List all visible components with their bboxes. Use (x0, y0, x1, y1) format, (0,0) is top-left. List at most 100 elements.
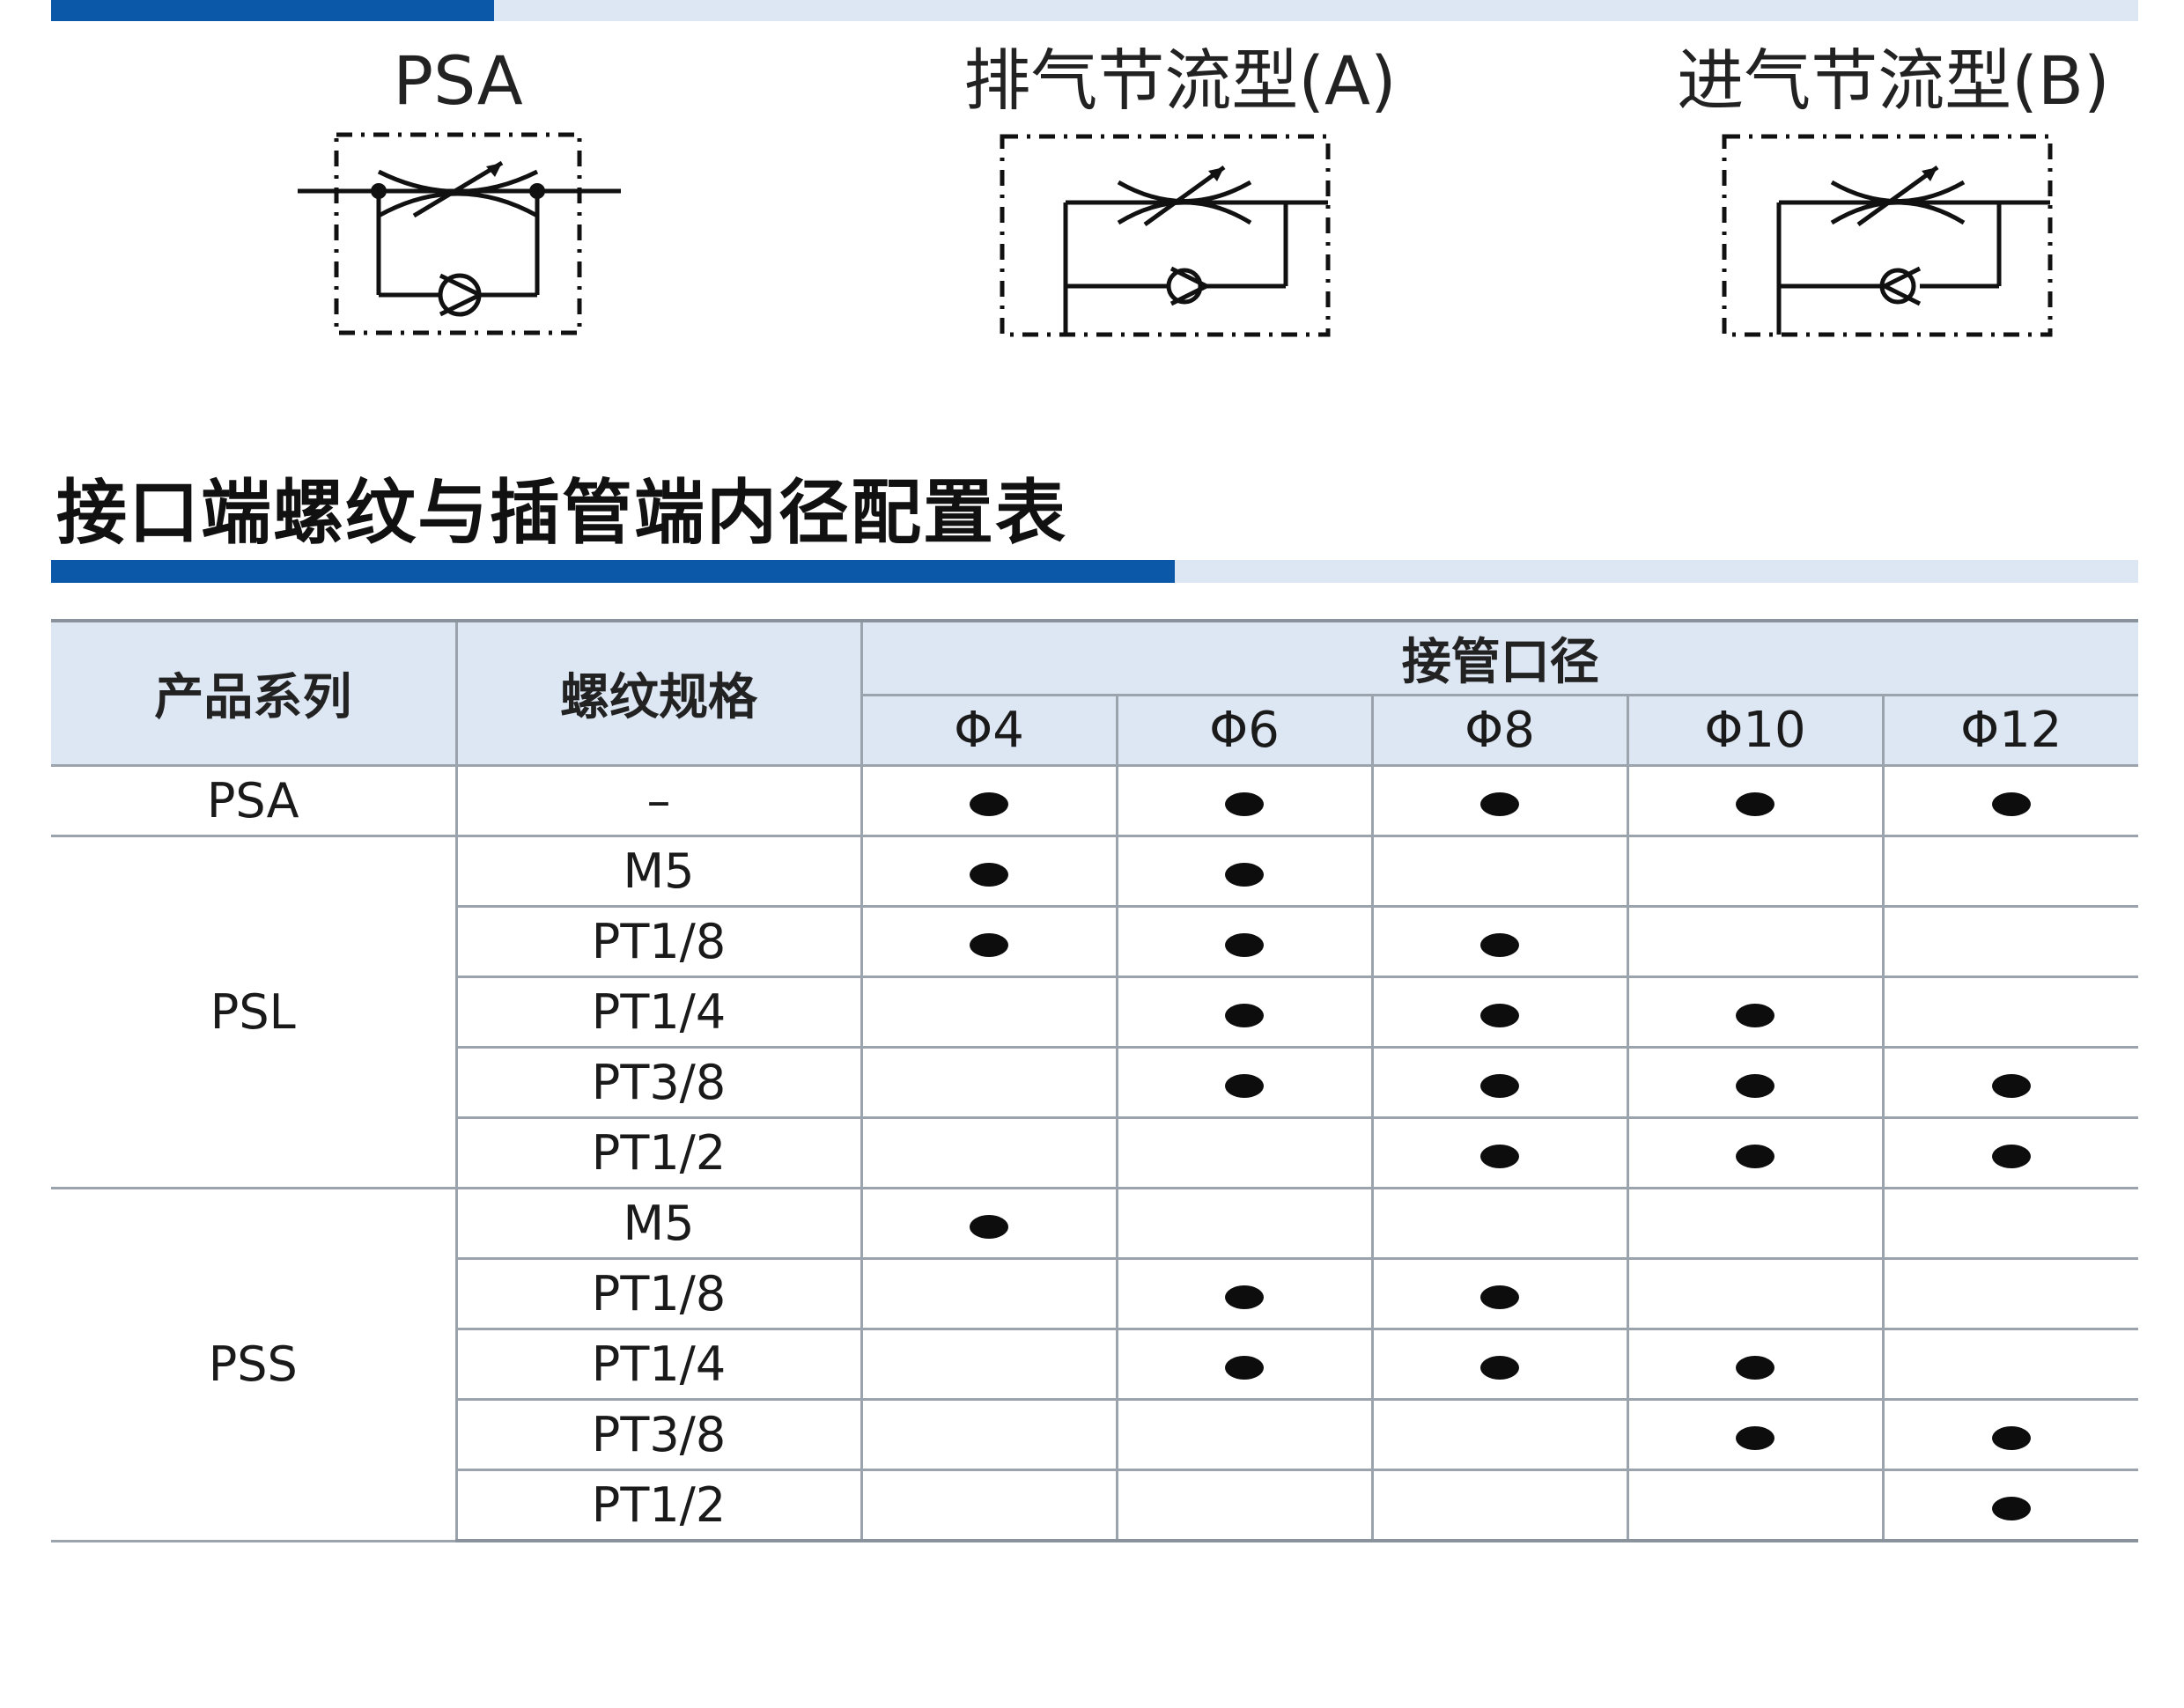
availability-cell (1117, 1257, 1374, 1330)
section-title: 接口端螺纹与插管端内径配置表 (56, 472, 1067, 554)
availability-cell (861, 905, 1118, 978)
availability-cell (1883, 1046, 2139, 1119)
section-accent-bar (51, 560, 2138, 583)
availability-cell (1627, 1046, 1885, 1119)
availability-cell (861, 835, 1118, 908)
thread-cell: PT1/4 (456, 1328, 863, 1401)
available-dot (1480, 1355, 1519, 1380)
header-size: Φ10 (1627, 694, 1885, 767)
availability-cell (1117, 1328, 1374, 1401)
exhaust-throttle-symbol-icon (1000, 134, 1331, 337)
availability-cell (1883, 1398, 2139, 1471)
table-row: PT3/8 (51, 1398, 2139, 1471)
table-row: PT3/8 (51, 1046, 2139, 1119)
symbol-title-exhaust: 排气节流型(A) (963, 41, 1397, 120)
availability-cell (1883, 1257, 2139, 1330)
table-row: PT1/2 (51, 1469, 2139, 1542)
thread-cell: PT1/8 (456, 1257, 863, 1330)
thread-cell: – (456, 764, 863, 837)
symbol-title-intake: 进气节流型(B) (1677, 41, 2110, 120)
availability-cell (1117, 975, 1374, 1049)
thread-cell: PT3/8 (456, 1046, 863, 1119)
availability-cell (861, 1187, 1118, 1260)
availability-cell (1627, 975, 1885, 1049)
availability-cell (1117, 764, 1374, 837)
table-row: PT1/4 (51, 975, 2139, 1049)
symbol-title-psa: PSA (393, 41, 523, 120)
psa-symbol-icon (298, 132, 621, 335)
availability-cell (1117, 1046, 1374, 1119)
availability-cell (861, 1116, 1118, 1189)
header-size: Φ4 (861, 694, 1118, 767)
availability-cell (1372, 764, 1629, 837)
thread-cell: PT1/2 (456, 1469, 863, 1542)
availability-cell (1627, 1328, 1885, 1401)
thread-cell: PT3/8 (456, 1398, 863, 1471)
availability-cell (1372, 1116, 1629, 1189)
series-cell: PSL (51, 835, 458, 1189)
available-dot (1225, 1285, 1264, 1309)
available-dot (1225, 1003, 1264, 1027)
availability-cell (1883, 1116, 2139, 1189)
availability-cell (1372, 975, 1629, 1049)
available-dot (1225, 1355, 1264, 1380)
availability-cell (1883, 764, 2139, 837)
availability-cell (861, 764, 1118, 837)
available-dot (1480, 1144, 1519, 1168)
availability-cell (1627, 1116, 1885, 1189)
header-pipe-group: 接管口径 (861, 619, 2139, 696)
available-dot (970, 932, 1008, 957)
available-dot (1991, 1144, 2031, 1168)
available-dot (970, 1214, 1008, 1239)
table-row: PT1/8 (51, 1257, 2139, 1330)
available-dot (970, 862, 1008, 887)
series-cell: PSA (51, 764, 458, 837)
availability-cell (1883, 835, 2139, 908)
availability-cell (1372, 1328, 1629, 1401)
header-size: Φ8 (1372, 694, 1629, 767)
availability-cell (1372, 835, 1629, 908)
available-dot (1480, 1285, 1519, 1309)
top-accent-bar (51, 0, 2138, 21)
availability-cell (861, 975, 1118, 1049)
thread-cell: M5 (456, 1187, 863, 1260)
availability-cell (1372, 1187, 1629, 1260)
availability-cell (1117, 1116, 1374, 1189)
available-dot (1736, 1073, 1774, 1098)
header-size: Φ6 (1117, 694, 1374, 767)
table-row: PT1/2 (51, 1116, 2139, 1189)
availability-cell (1372, 1257, 1629, 1330)
available-dot (1480, 1003, 1519, 1027)
availability-cell (861, 1328, 1118, 1401)
available-dot (1991, 1496, 2031, 1520)
available-dot (1225, 862, 1264, 887)
availability-cell (1627, 1469, 1885, 1542)
available-dot (1480, 932, 1519, 957)
availability-cell (861, 1469, 1118, 1542)
intake-throttle-symbol-icon (1722, 134, 2053, 337)
header-series: 产品系列 (51, 619, 458, 767)
available-dot (1991, 1073, 2031, 1098)
availability-cell (1117, 1469, 1374, 1542)
table-row: PT1/8 (51, 905, 2139, 978)
header-size: Φ12 (1883, 694, 2139, 767)
availability-cell (861, 1046, 1118, 1119)
available-dot (1225, 932, 1264, 957)
availability-cell (1627, 905, 1885, 978)
availability-cell (1883, 1187, 2139, 1260)
thread-cell: M5 (456, 835, 863, 908)
available-dot (1736, 1144, 1774, 1168)
available-dot (1991, 791, 2031, 816)
availability-cell (1883, 975, 2139, 1049)
series-cell: PSS (51, 1187, 458, 1542)
thread-cell: PT1/8 (456, 905, 863, 978)
availability-cell (1627, 1398, 1885, 1471)
available-dot (1736, 1355, 1774, 1380)
available-dot (1480, 791, 1519, 816)
header-thread: 螺纹规格 (456, 619, 863, 767)
availability-cell (1117, 1187, 1374, 1260)
availability-cell (1627, 1257, 1885, 1330)
